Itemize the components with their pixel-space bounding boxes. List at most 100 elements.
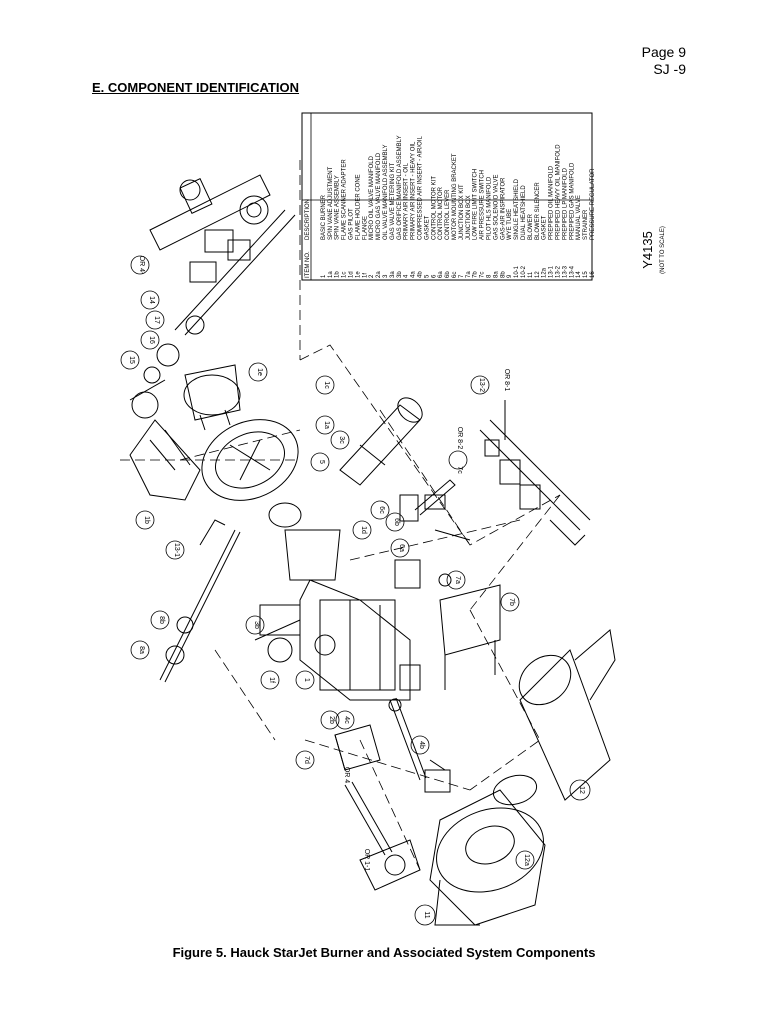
table-item-no: 5 [424, 274, 430, 278]
table-item-desc: WYE TUBE [507, 209, 513, 240]
table-item-no: 7 [459, 274, 465, 278]
callout-label: OR 4- [138, 256, 145, 275]
page-header: Page 9 SJ -9 [642, 44, 686, 78]
table-item-desc: MICRO GAS VALVE MANIFOLD [376, 152, 382, 240]
callout-label: OR 8-1 [503, 369, 510, 392]
table-item-no: 16 [590, 271, 596, 278]
table-item-no: 13-3 [562, 265, 568, 278]
drawing-number-block: Y4135 (NOT TO SCALE) [640, 226, 666, 274]
table-item-desc: OIL VALVE MANIFOLD ASSEMBLY [383, 145, 389, 240]
callout-label: 5 [318, 460, 325, 464]
air-insert [388, 697, 427, 781]
table-item-no: 6c [452, 272, 458, 278]
table-item-desc: GAS SOLENOID VALVE [493, 175, 499, 240]
table-item-desc: MANUAL VALVE [576, 195, 582, 240]
callout-label: 7d [303, 756, 310, 764]
table-item-desc: PRESSURE REGULATOR [590, 168, 596, 240]
parts-table-rows: 1 BASIC BURNER 1a SPIN VANE ADJUSTMENT 1b SPI… [321, 135, 596, 278]
callout-label: 3c [338, 436, 345, 444]
table-item-no: 1d [349, 271, 355, 278]
table-item-desc: SPIN VANE ADJUSTMENT [328, 166, 334, 240]
table-item-no: 7c [480, 272, 486, 278]
table-item-desc: GAS VALVE METERING KIT [390, 163, 396, 240]
table-item-no: 1f [362, 273, 368, 278]
pilot-manifold [159, 519, 241, 683]
oil-manifold [479, 400, 591, 546]
table-item-desc: MOTOR MOUNTING BRACKET [452, 153, 458, 240]
table-item-desc: GAS-AIR INSPIRATOR [500, 177, 506, 240]
table-item-desc: AIR PRESSURE SWITCH [480, 170, 486, 240]
table-item-desc: STRAINER [583, 209, 589, 240]
table-item-no: 3 [383, 274, 389, 278]
table-item-no: 6 [431, 274, 437, 278]
callout-label: 14 [148, 296, 155, 304]
callout-label: 1b [143, 516, 150, 524]
callout-label: 1a [323, 421, 330, 429]
callout-label: 6b [393, 518, 400, 526]
drawing-number: Y4135 [640, 231, 655, 269]
table-item-no: 8 [487, 274, 493, 278]
table-item-no: 9 [507, 274, 513, 278]
table-item-desc: BLOWER [528, 213, 534, 240]
callout-bubbles [120, 255, 591, 926]
callout-label: 6a [398, 544, 405, 552]
table-item-desc: PILOT HLS MANIFOLD [487, 176, 493, 240]
callout-label: 6c [378, 506, 385, 514]
table-item-no: 7a [466, 271, 472, 278]
callout-label: 8a [138, 646, 145, 654]
callout-label: 8b [158, 616, 165, 624]
spin-vane-flange [201, 419, 299, 501]
table-item-no: 7b [473, 271, 479, 278]
table-item-desc: GAS PILOT [349, 208, 355, 240]
table-item-desc: LOW FIRE LIMIT SWITCH [473, 169, 479, 240]
table-header-item: ITEM NO. [305, 251, 311, 278]
table-item-no: 12a [542, 267, 548, 278]
callout-label: 1 [303, 678, 310, 682]
support-stand [439, 584, 501, 690]
callout-label: 13-1 [173, 543, 180, 557]
table-item-no: 15 [583, 271, 589, 278]
table-item-no: 1b [335, 271, 341, 278]
table-item-no: 4b [418, 271, 424, 278]
table-item-desc: BLOWER SILENCER [535, 182, 541, 240]
table-item-no: 4a [411, 271, 417, 278]
table-item-desc: SPIN VANE ASSEMBLY [335, 175, 341, 240]
table-item-desc: FLAME HOLDER CONE [355, 174, 361, 240]
blower-silencer [518, 629, 616, 801]
callout-label: OR 8-2 [456, 427, 463, 450]
callout-label: 12a [523, 854, 530, 866]
table-item-desc: JUNCTION BOX KIT [459, 184, 465, 240]
table-item-desc: JUNCTION BOX [466, 195, 472, 240]
table-item-desc: PRIMARY AIR INSERT - HEAVY OIL [411, 141, 417, 240]
table-item-no: 10-1 [514, 265, 520, 278]
callout-label: 1d [360, 526, 367, 534]
section-title: E. COMPONENT IDENTIFICATION [92, 80, 300, 95]
scale-note: (NOT TO SCALE) [660, 226, 666, 274]
table-item-no: 13-1 [549, 265, 555, 278]
callout-label: 15 [128, 356, 135, 364]
flame-holder-cone [183, 364, 241, 431]
table-item-desc: PREPIPED OIL MANIFOLD [549, 165, 555, 240]
table-item-no: 13-4 [569, 265, 575, 278]
table-item-no: 1a [328, 271, 334, 278]
table-item-no: 14 [576, 271, 582, 278]
table-item-desc: MICRO OIL VALVE MANIFOLD [369, 155, 375, 240]
table-item-desc: SINGLE HEATSHIELD [514, 178, 520, 240]
table-item-desc: GAS ORIFICE MANIFOLD ASSEMBLY [397, 135, 403, 240]
callout-label: 16 [148, 336, 155, 344]
air-valve [424, 759, 451, 793]
boundary-dashes [120, 160, 561, 871]
table-item-desc: GASKET [424, 215, 430, 240]
callout-label: 3b [253, 621, 260, 629]
callout-label: OR 1-1 [363, 849, 370, 872]
heat-shield [129, 419, 201, 501]
gas-train [129, 174, 296, 419]
table-item-desc: BASIC BURNER [321, 194, 327, 240]
table-item-desc: PREPIPED HEAVY OIL MANIFOLD [556, 144, 562, 240]
callout-label: 1c [323, 381, 330, 389]
table-item-no: 1 [321, 274, 327, 278]
callout-label: OR 4 [343, 767, 350, 783]
callout-label: 1e [256, 368, 263, 376]
table-item-no: 8b [500, 271, 506, 278]
table-item-no: 3a [390, 271, 396, 278]
